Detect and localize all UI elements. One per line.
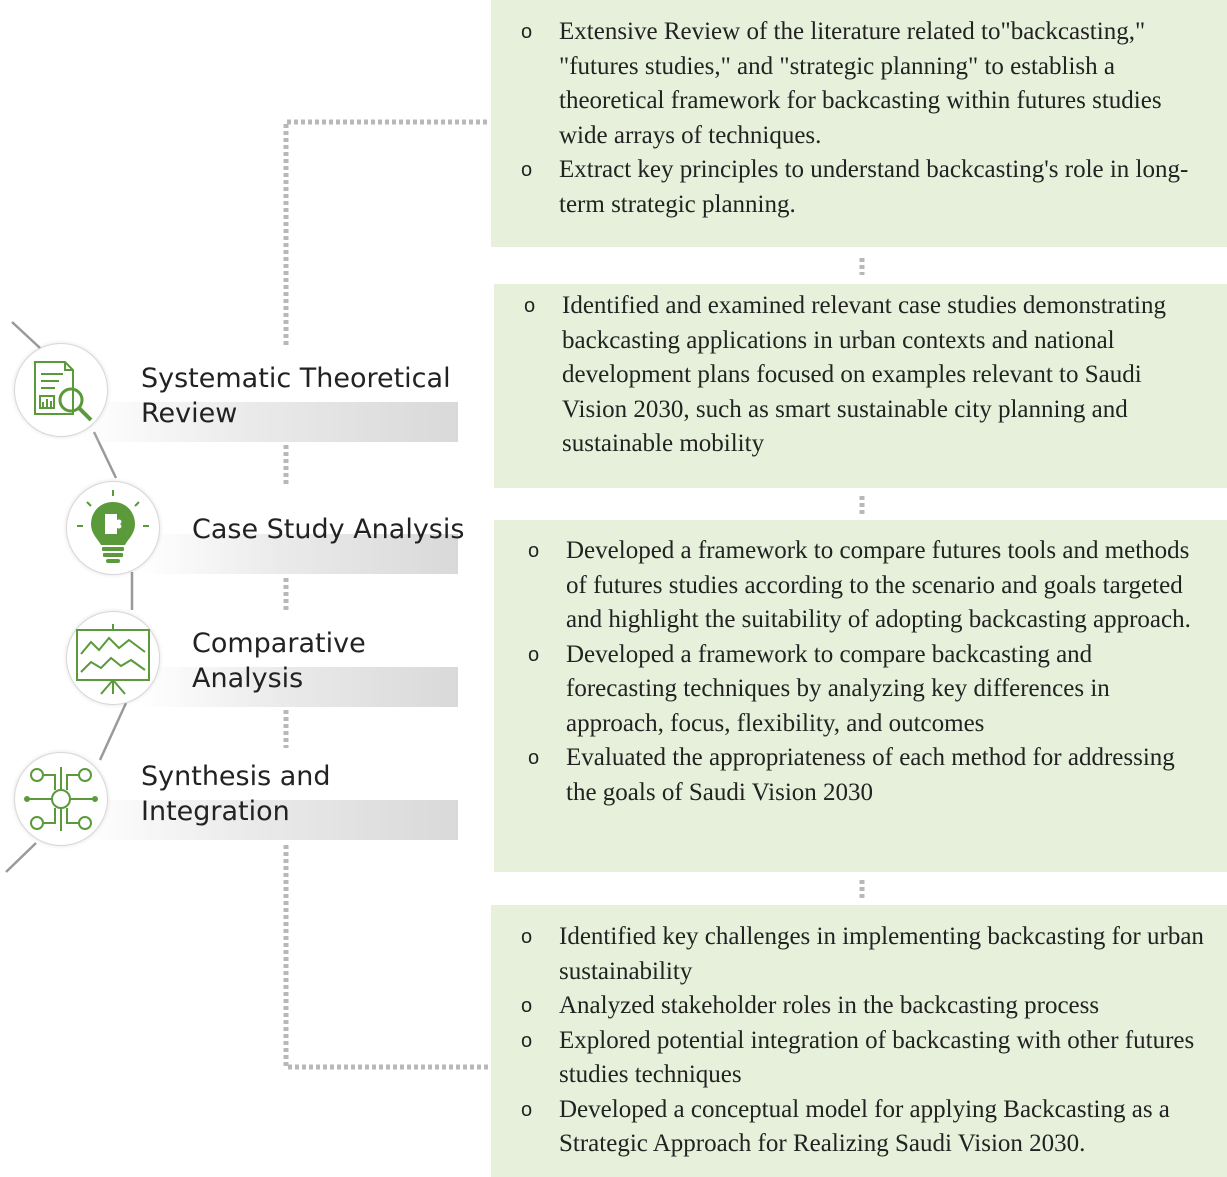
bullet-item: Extract key principles to understand bac… bbox=[521, 153, 1207, 222]
bullet-item: Explored potential integration of backca… bbox=[521, 1024, 1207, 1093]
label-bar bbox=[140, 667, 458, 707]
label-bar bbox=[80, 800, 458, 840]
content-box-literature-review: Extensive Review of the literature relat… bbox=[491, 0, 1227, 247]
document-magnifier-icon bbox=[14, 343, 108, 437]
circuit-network-icon bbox=[14, 752, 108, 846]
lightbulb-puzzle-icon bbox=[66, 481, 160, 575]
bullet-item: Evaluated the appropriateness of each me… bbox=[528, 741, 1207, 810]
spine-line bbox=[5, 842, 37, 873]
bullet-item: Extensive Review of the literature relat… bbox=[521, 15, 1207, 153]
content-box-case-studies: Identified and examined relevant case st… bbox=[494, 284, 1227, 488]
label-bar bbox=[140, 534, 458, 574]
connector-top bbox=[283, 119, 490, 345]
line-chart-board-icon bbox=[66, 611, 160, 705]
spine-line bbox=[98, 702, 128, 761]
step-label-case-study-analysis: Case Study Analysis bbox=[192, 514, 465, 545]
bullet-item: Developed a framework to compare futures… bbox=[528, 534, 1207, 638]
bullet-item: Identified and examined relevant case st… bbox=[524, 289, 1207, 462]
spine-line bbox=[11, 321, 41, 349]
bullet-item: Developed a framework to compare backcas… bbox=[528, 638, 1207, 742]
bullet-item: Analyzed stakeholder roles in the backca… bbox=[521, 989, 1207, 1024]
bullet-item: Identified key challenges in implementin… bbox=[521, 920, 1207, 989]
label-bar bbox=[80, 402, 458, 442]
connector-bottom bbox=[283, 845, 490, 1070]
content-box-comparative-frameworks: Developed a framework to compare futures… bbox=[494, 520, 1227, 872]
bullet-item: Developed a conceptual model for applyin… bbox=[521, 1093, 1207, 1162]
content-box-synthesis: Identified key challenges in implementin… bbox=[491, 905, 1227, 1177]
